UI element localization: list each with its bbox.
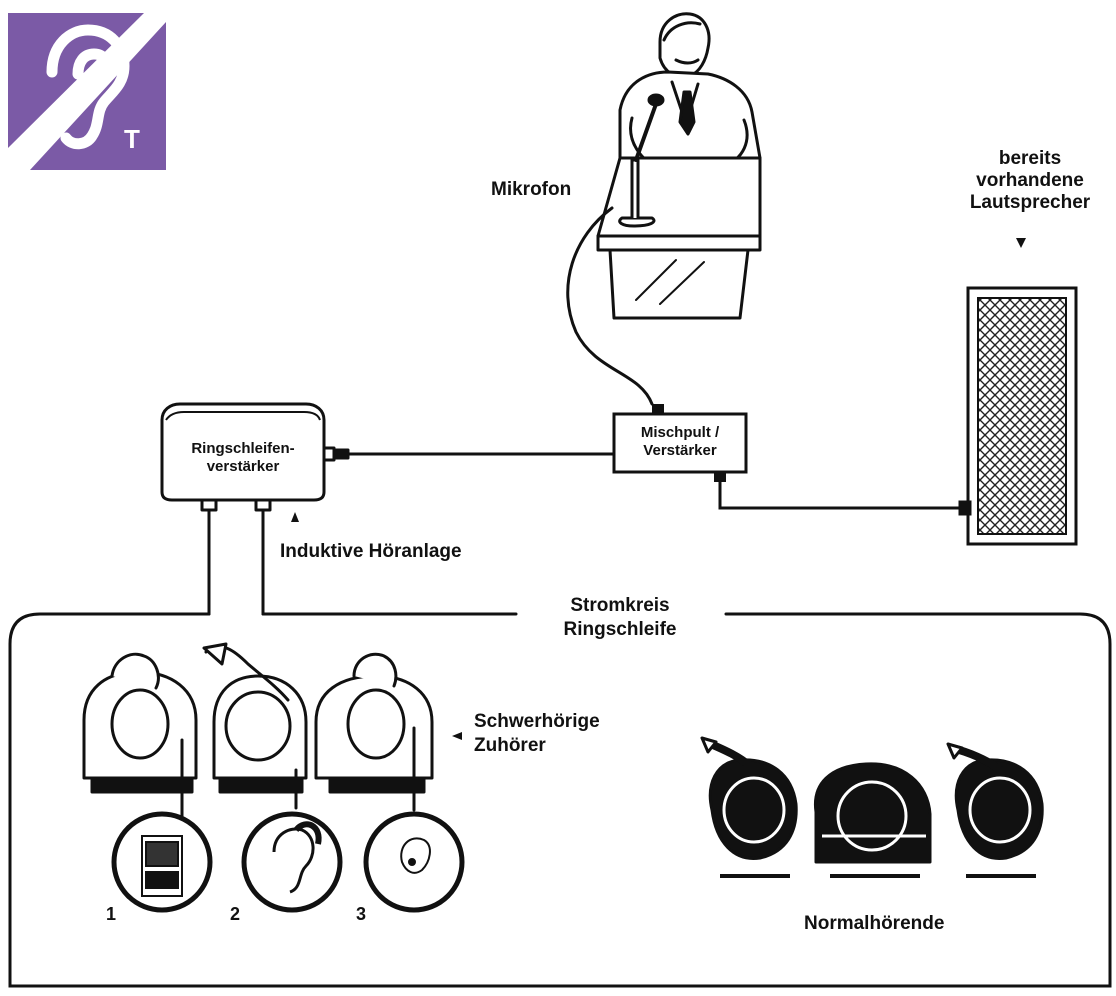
mixer-label-line-2: Verstärker — [643, 442, 717, 459]
mixer-label: Mischpult / Verstärker — [616, 424, 744, 460]
hard-of-hearing-label: Schwerhörige Zuhörer — [474, 710, 600, 758]
listener-arrow-icon — [452, 732, 462, 740]
receiver-devices — [111, 811, 465, 913]
loop-amplifier-label-line-2: verstärker — [206, 458, 280, 475]
circuit-loop-label-line-2: Ringschleife — [563, 619, 677, 640]
speakers-label-line-2: vorhandene — [976, 170, 1084, 191]
microphone-label: Mikrofon — [491, 179, 572, 200]
normal-hearing-label: Normalhörende — [804, 913, 945, 934]
mixer-amplifier — [612, 404, 748, 482]
hard-of-hearing-label-line-1: Schwerhörige — [474, 711, 600, 732]
cables — [8, 206, 1112, 988]
speaker-at-desk — [596, 12, 762, 320]
normal-hearing-listeners — [700, 736, 1044, 878]
receiver-number-2: 2 — [230, 904, 241, 924]
listener-1 — [82, 652, 198, 820]
ear-hearing-aid-icon — [272, 821, 322, 894]
loop-amplifier-label: Ringschleifen- verstärker — [166, 440, 320, 476]
loudspeaker — [966, 238, 1078, 546]
circuit-loop-label: Stromkreis Ringschleife — [520, 594, 720, 642]
loop-amplifier-label-line-1: Ringschleifen- — [191, 440, 295, 457]
normal-listener-2 — [813, 762, 932, 878]
pocket-receiver-icon — [141, 835, 183, 897]
induction-system-label: Induktive Höranlage — [280, 541, 462, 562]
normal-listener-1 — [700, 736, 798, 878]
speakers-label-line-3: Lautsprecher — [969, 192, 1091, 213]
hard-of-hearing-label-line-2: Zuhörer — [474, 735, 546, 756]
hearing-loop-logo: T — [8, 13, 166, 170]
loop-amplifier — [160, 402, 350, 512]
mixer-label-line-1: Mischpult / — [640, 424, 720, 441]
ear-icon — [46, 24, 130, 150]
hard-of-hearing-listeners — [82, 642, 434, 820]
circuit-loop-label-line-1: Stromkreis — [570, 595, 670, 616]
listener-2 — [202, 642, 308, 810]
logo-letter: T — [124, 124, 140, 154]
listener-3 — [314, 652, 434, 812]
normal-listener-3 — [946, 742, 1044, 878]
speaker-arrow-icon — [1016, 238, 1026, 248]
receiver-number-1: 1 — [106, 904, 117, 924]
receiver-number-3: 3 — [356, 904, 367, 924]
induction-arrow-icon — [291, 512, 299, 522]
speakers-label-line-1: bereits — [998, 148, 1062, 169]
in-ear-aid-icon — [400, 837, 431, 874]
speakers-label: bereits vorhandene Lautsprecher — [950, 148, 1110, 214]
